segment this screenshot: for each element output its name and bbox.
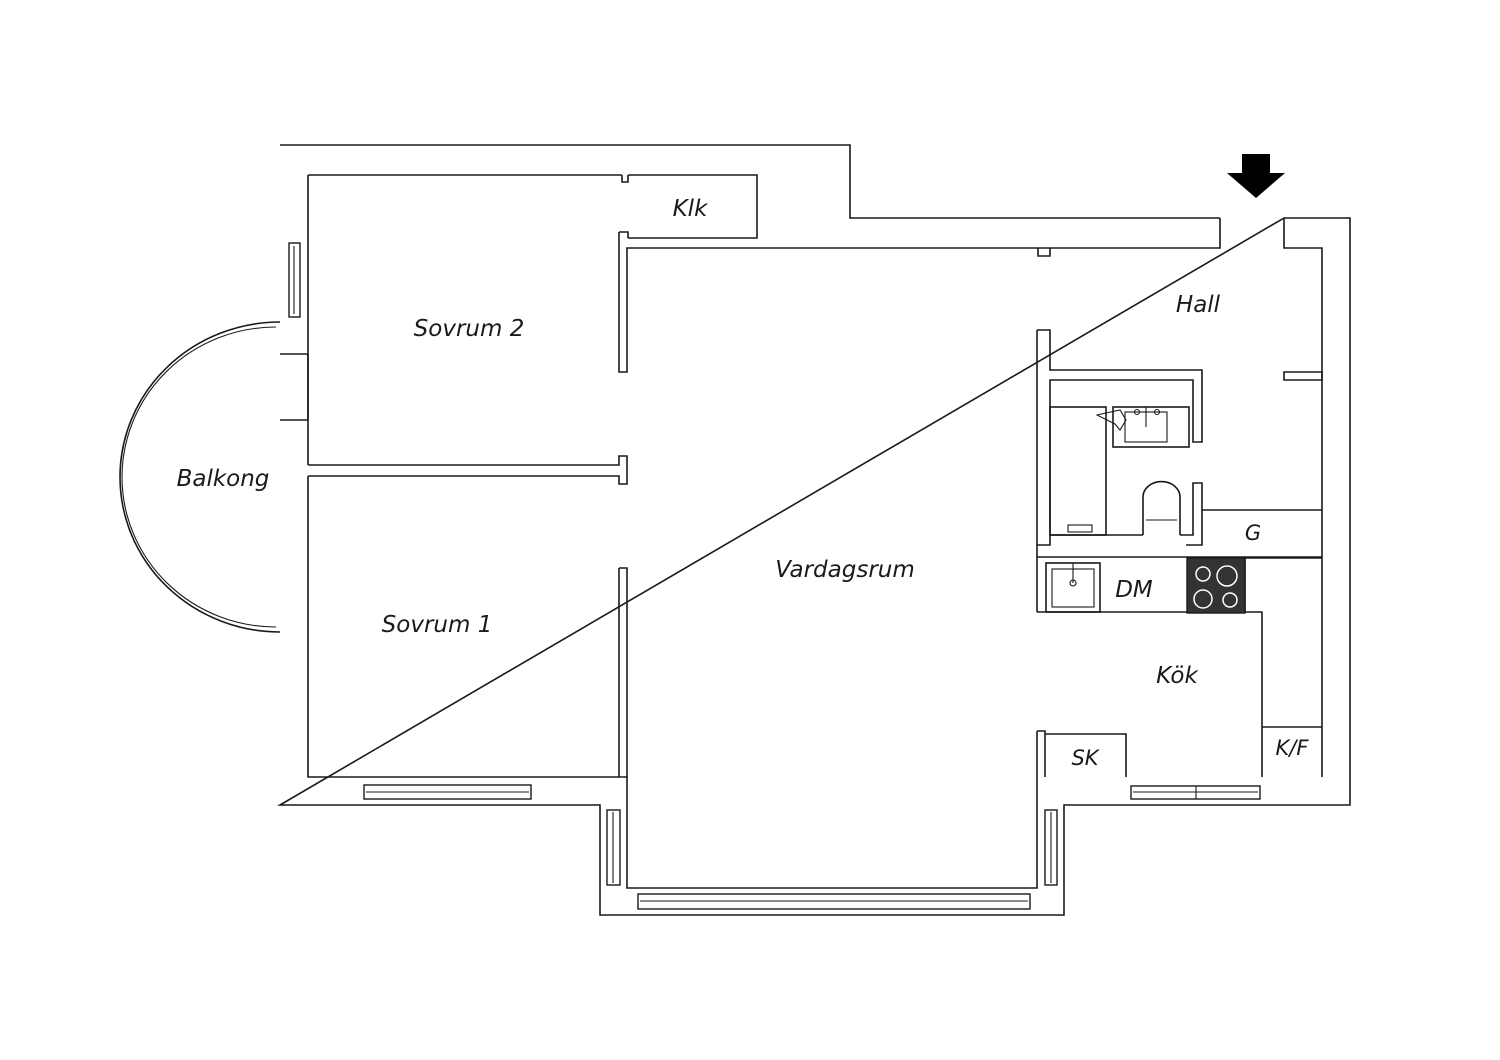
faucet-icon <box>1095 409 1127 431</box>
label-dm: DM <box>1115 577 1153 603</box>
sk-cabinet <box>1036 730 1127 777</box>
balcony-outline <box>119 321 281 633</box>
floor-drain <box>1067 524 1093 533</box>
wall-klk <box>621 175 629 183</box>
inner-wall-line <box>307 174 1038 889</box>
label-g: G <box>1245 521 1261 545</box>
label-sk: SK <box>1071 746 1100 770</box>
bathtub <box>1049 406 1107 536</box>
wall-between-bedrooms <box>308 455 628 485</box>
wall-klk-stub <box>619 231 629 238</box>
outer-wall <box>277 144 1351 916</box>
washbasin-icon <box>1112 406 1190 448</box>
bathroom-walls <box>1036 329 1203 612</box>
balcony-outline-inner <box>121 326 277 628</box>
label-vardagsrum: Vardagsrum <box>775 557 915 583</box>
hall-wall-stub <box>1283 371 1323 381</box>
closet-g <box>1202 509 1322 559</box>
wall-notch <box>1037 248 1051 257</box>
toilet-icon <box>1142 480 1181 535</box>
label-sovrum-2: Sovrum 2 <box>414 316 525 342</box>
balcony-door-wall <box>280 353 309 421</box>
label-kf: K/F <box>1276 736 1310 760</box>
label-kok: Kök <box>1156 663 1199 689</box>
label-klk: Klk <box>673 196 709 222</box>
label-sovrum-1: Sovrum 1 <box>382 612 493 638</box>
label-balkong: Balkong <box>177 466 270 492</box>
label-hall: Hall <box>1176 292 1221 318</box>
down-arrow-icon <box>1227 154 1285 198</box>
wall-bedroom1-right <box>618 567 628 777</box>
wall-bedroom2-right <box>618 218 1323 777</box>
